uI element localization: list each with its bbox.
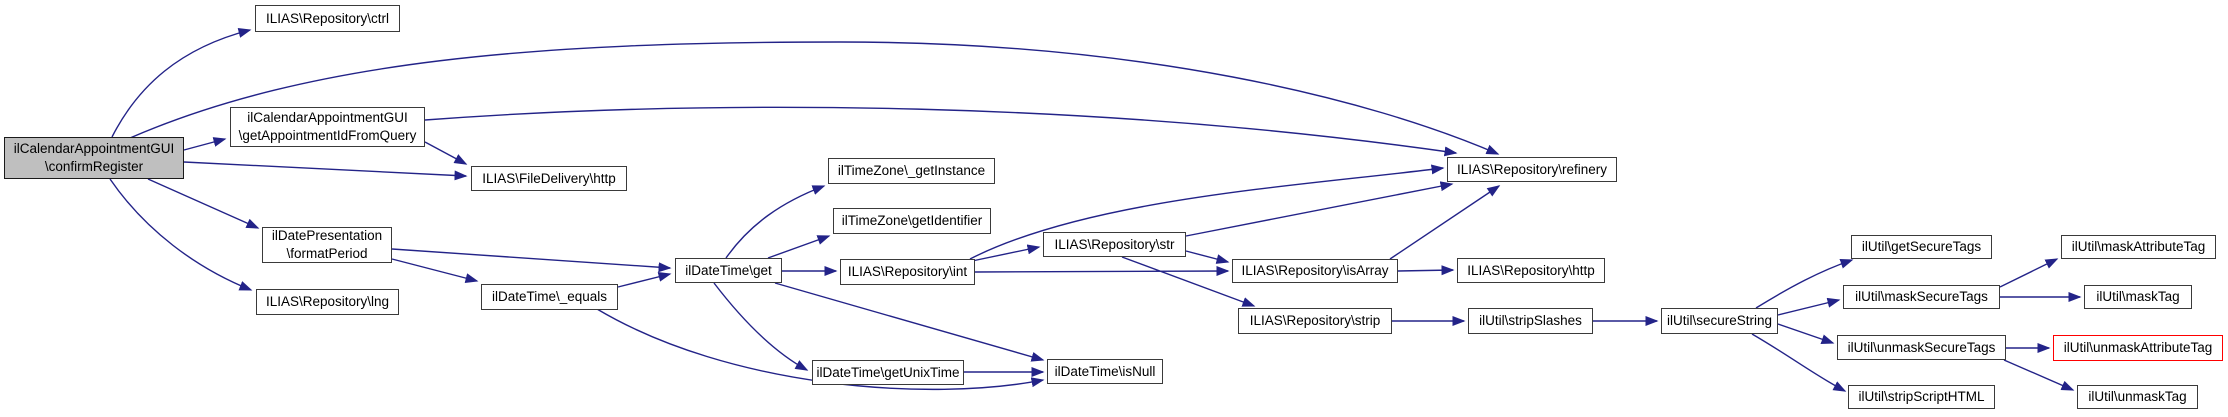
edge-secureString-to-unmaskSecureTags	[1777, 323, 1835, 344]
edge-int-to-str	[971, 244, 1041, 262]
node-strip[interactable]: ILIAS\Repository\strip	[1238, 308, 1392, 334]
edge-secureString-to-maskSecureTags	[1777, 297, 1841, 316]
node-label: ilUtil\stripSlashes	[1479, 313, 1582, 328]
node-unmaskAttributeTag[interactable]: ilUtil\unmaskAttributeTag	[2053, 335, 2223, 361]
node-refinery[interactable]: ILIAS\Repository\refinery	[1447, 157, 1617, 182]
node-label: \getAppointmentIdFromQuery	[238, 128, 417, 143]
node-label: ILIAS\Repository\isArray	[1241, 263, 1389, 278]
node-label: ilDateTime\_equals	[491, 289, 608, 304]
edge-isArray-to-repoHttp	[1397, 265, 1455, 276]
node-maskSecureTags[interactable]: ilUtil\maskSecureTags	[1843, 285, 2000, 309]
edge-getAppIdFromQuery-to-fileDeliveryHttp	[424, 141, 468, 165]
node-getUnixTime[interactable]: ilDateTime\getUnixTime	[812, 360, 964, 385]
edge-confirmRegister-to-ctrl	[111, 28, 252, 138]
edge-confirmRegister-to-getAppIdFromQuery	[183, 137, 227, 151]
node-fileDeliveryHttp[interactable]: ILIAS\FileDelivery\http	[471, 166, 627, 191]
node-label: ILIAS\Repository\lng	[265, 294, 390, 309]
node-label: ilUtil\unmaskAttributeTag	[2063, 340, 2213, 355]
node-str[interactable]: ILIAS\Repository\str	[1043, 232, 1186, 257]
node-label: ilUtil\maskSecureTags	[1855, 289, 1988, 304]
node-label: ilUtil\stripScriptHTML	[1858, 389, 1985, 404]
edge-confirmRegister-to-refinery	[129, 41, 1500, 155]
node-label: ilDatePresentation	[271, 228, 383, 243]
edge-get-to-getInstance	[725, 185, 826, 259]
node-getAppIdFromQuery[interactable]: ilCalendarAppointmentGUI \getAppointmentI…	[230, 107, 425, 147]
edge-getAppIdFromQuery-to-refinery	[424, 106, 1458, 157]
node-equals[interactable]: ilDateTime\_equals	[481, 284, 618, 310]
node-label: ilCalendarAppointmentGUI	[13, 141, 175, 156]
edge-get-to-isNull	[774, 282, 1045, 362]
node-label: ilDateTime\getUnixTime	[816, 364, 960, 380]
node-getInstance[interactable]: ilTimeZone\_getInstance	[828, 158, 995, 184]
node-label: ILIAS\Repository\strip	[1249, 313, 1381, 328]
node-isNull[interactable]: ilDateTime\isNull	[1047, 359, 1163, 384]
node-getSecureTags[interactable]: ilUtil\getSecureTags	[1851, 235, 1992, 259]
node-formatPeriod[interactable]: ilDatePresentation \formatPeriod	[262, 227, 392, 263]
node-label: ilUtil\unmaskSecureTags	[1847, 339, 1996, 355]
node-get[interactable]: ilDateTime\get	[675, 258, 782, 283]
edge-secureString-to-stripScriptHTML	[1751, 333, 1847, 392]
edge-maskSecureTags-to-maskAttributeTag	[1999, 258, 2059, 288]
edge-formatPeriod-to-equals	[391, 258, 479, 283]
node-label: ILIAS\FileDelivery\http	[482, 170, 616, 186]
node-label: ilDateTime\get	[685, 262, 772, 278]
node-stripSlashes[interactable]: ilUtil\stripSlashes	[1468, 308, 1593, 334]
node-isArray[interactable]: ILIAS\Repository\isArray	[1232, 259, 1398, 283]
node-lng[interactable]: ILIAS\Repository\lng	[256, 289, 399, 315]
node-int[interactable]: ILIAS\Repository\int	[840, 259, 975, 285]
edge-unmaskSecureTags-to-unmaskTag	[2003, 359, 2075, 391]
node-secureString[interactable]: ilUtil\secureString	[1661, 308, 1778, 334]
node-label: ilUtil\maskTag	[2096, 289, 2180, 304]
node-ctrl[interactable]: ILIAS\Repository\ctrl	[255, 5, 400, 32]
node-label: ILIAS\Repository\ctrl	[265, 10, 390, 26]
node-confirmRegister[interactable]: ilCalendarAppointmentGUI \confirmRegister	[4, 137, 184, 179]
node-label: \formatPeriod	[286, 246, 368, 261]
node-label: ILIAS\Repository\str	[1054, 236, 1175, 252]
edge-confirmRegister-to-formatPeriod	[147, 178, 260, 229]
node-label: ilUtil\secureString	[1666, 313, 1773, 328]
edge-confirmRegister-to-lng	[109, 178, 253, 291]
node-getIdentifier[interactable]: ilTimeZone\getIdentifier	[833, 208, 991, 234]
node-maskTag[interactable]: ilUtil\maskTag	[2084, 285, 2192, 309]
node-label: ILIAS\Repository\refinery	[1456, 161, 1608, 177]
node-maskAttributeTag[interactable]: ilUtil\maskAttributeTag	[2061, 235, 2216, 259]
node-label: ilCalendarAppointmentGUI	[247, 110, 408, 125]
node-label: ilDateTime\isNull	[1054, 363, 1156, 379]
node-repoHttp[interactable]: ILIAS\Repository\http	[1457, 258, 1605, 283]
node-label: ilTimeZone\getIdentifier	[841, 213, 983, 228]
node-label: ilTimeZone\_getInstance	[837, 163, 986, 178]
node-label: ilUtil\maskAttributeTag	[2071, 239, 2206, 254]
edge-get-to-getIdentifier	[767, 235, 831, 259]
edge-str-to-refinery	[1185, 181, 1454, 237]
edge-int-to-isArray	[974, 266, 1230, 277]
edge-formatPeriod-to-get	[391, 248, 672, 273]
node-label: ILIAS\Repository\http	[1467, 262, 1595, 278]
edge-int-to-refinery	[969, 164, 1445, 260]
node-label: \confirmRegister	[44, 159, 144, 174]
edge-get-to-getUnixTime	[713, 282, 809, 371]
node-label: ilUtil\getSecureTags	[1861, 239, 1982, 254]
edge-str-to-isArray	[1185, 250, 1230, 264]
node-unmaskTag[interactable]: ilUtil\unmaskTag	[2077, 385, 2198, 409]
edge-isArray-to-refinery	[1389, 185, 1501, 260]
edge-str-to-strip	[1121, 256, 1256, 307]
node-label: ilUtil\unmaskTag	[2088, 389, 2187, 404]
edge-confirmRegister-to-fileDeliveryHttp	[183, 161, 468, 181]
node-stripScriptHTML[interactable]: ilUtil\stripScriptHTML	[1848, 385, 1995, 409]
edge-equals-to-get	[617, 271, 672, 288]
edge-secureString-to-getSecureTags	[1755, 259, 1854, 309]
node-label: ILIAS\Repository\int	[847, 264, 968, 279]
node-unmaskSecureTags[interactable]: ilUtil\unmaskSecureTags	[1837, 335, 2006, 360]
